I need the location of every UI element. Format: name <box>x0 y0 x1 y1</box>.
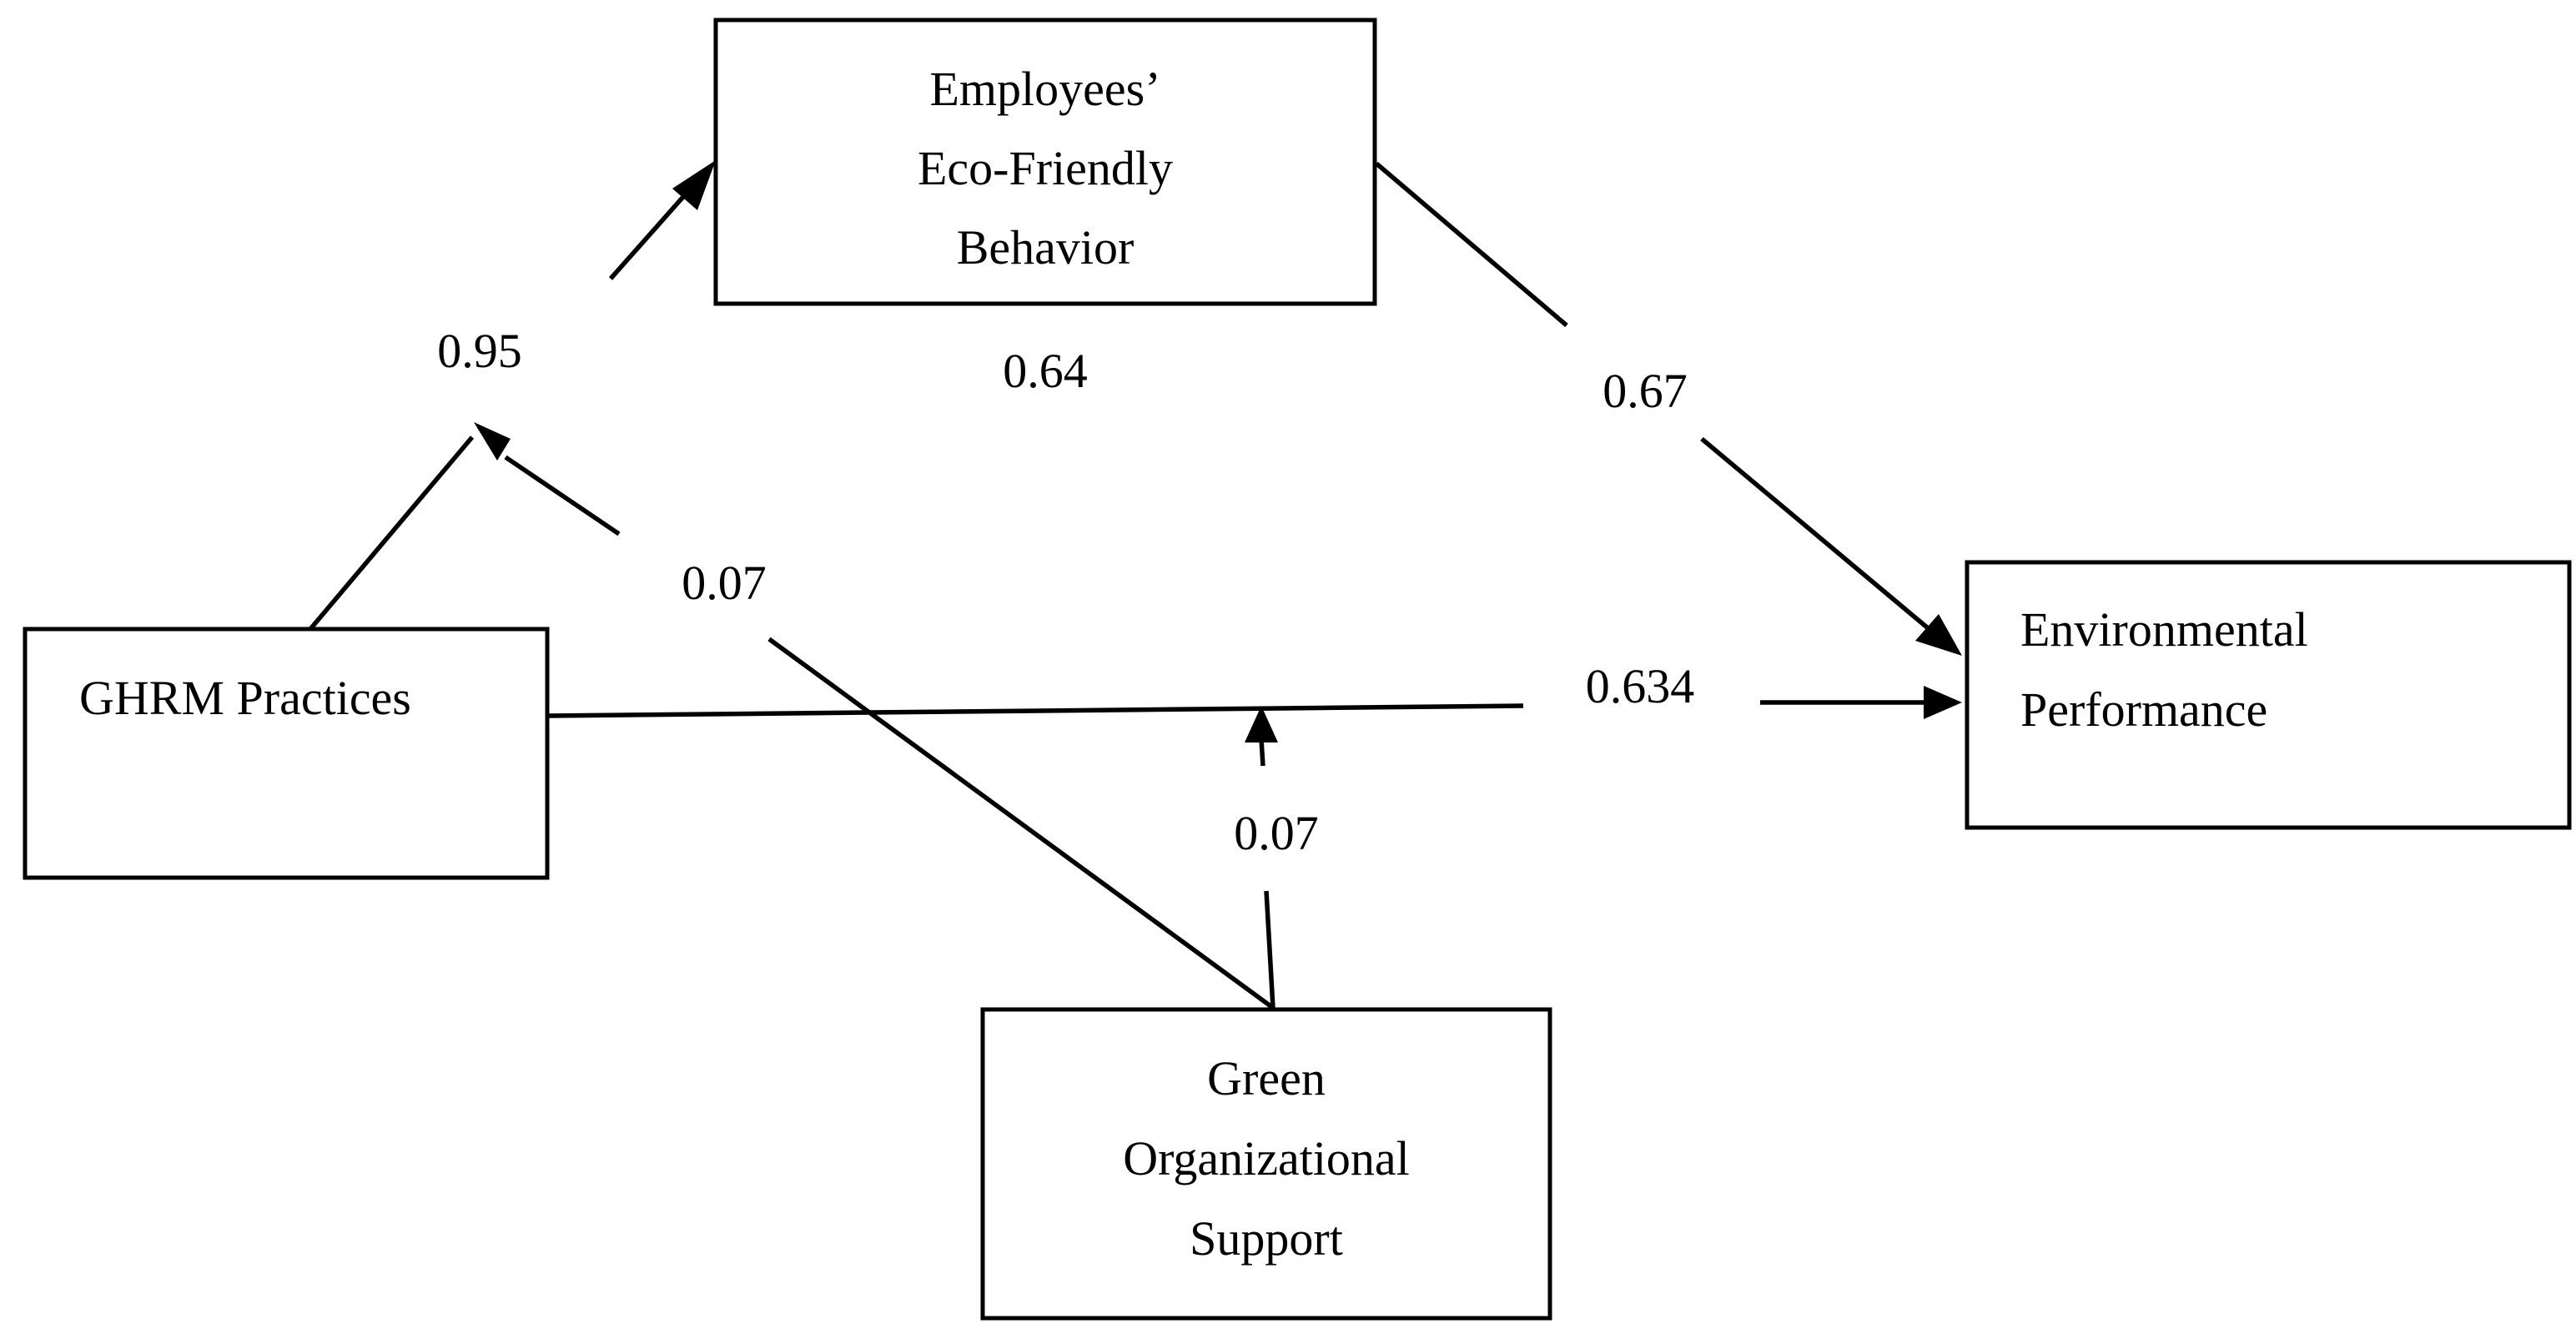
node-env-label-line-2: Performance <box>2020 682 2267 737</box>
paths <box>308 160 1962 1010</box>
node-gos-box <box>980 1007 1552 1321</box>
coef-gos-to-ghrm-eco: 0.07 <box>682 556 767 610</box>
node-env-box <box>1965 560 2572 830</box>
arrowhead-into-env-diagonal <box>1915 614 1962 656</box>
path-eco-to-env-upper <box>1375 161 1568 328</box>
path-gos-to-ghrm-eco-upper <box>504 455 621 536</box>
coef-eco-label: 0.64 <box>1003 344 1088 398</box>
path-gos-to-ghrm-eco-lower <box>767 637 1275 1010</box>
coefficients: 0.95 0.64 0.67 0.07 0.634 0.07 <box>437 324 1694 860</box>
node-ghrm-practices: GHRM Practices <box>23 627 550 880</box>
node-gos-label-line-2: Organizational <box>1123 1131 1410 1186</box>
coef-ghrm-to-eco: 0.95 <box>437 324 522 378</box>
path-ghrm-to-eco-upper <box>608 189 692 280</box>
node-green-organizational-support: Green Organizational Support <box>980 1007 1552 1321</box>
path-ghrm-to-env-left <box>546 703 1524 718</box>
arrowhead-into-env-horizontal <box>1924 686 1962 719</box>
coef-eco-to-env: 0.67 <box>1602 364 1688 418</box>
node-gos-label-line-3: Support <box>1190 1211 1343 1266</box>
node-env-label-line-1: Environmental <box>2020 602 2308 657</box>
arrowhead-into-eco <box>672 160 716 210</box>
node-eco-friendly-behavior: Employees’ Eco-Friendly Behavior <box>713 18 1377 306</box>
node-eco-box <box>713 18 1377 306</box>
node-eco-label-line-2: Eco-Friendly <box>918 141 1173 195</box>
path-gos-to-ghrm-env-lower <box>1264 890 1275 1009</box>
node-eco-label-line-3: Behavior <box>957 220 1135 274</box>
coef-gos-to-ghrm-env: 0.07 <box>1234 806 1319 860</box>
path-ghrm-to-eco-lower <box>308 435 475 631</box>
arrowhead-into-ghrm-eco-path <box>474 422 511 461</box>
node-environmental-performance: Environmental Performance <box>1965 560 2572 830</box>
node-ghrm-label: GHRM Practices <box>79 671 411 725</box>
coef-ghrm-to-env: 0.634 <box>1586 659 1695 713</box>
node-eco-label-line-1: Employees’ <box>929 62 1160 116</box>
path-gos-to-ghrm-env-upper <box>1259 738 1265 767</box>
arrowhead-into-ghrm-env-path <box>1245 706 1278 743</box>
node-gos-label-line-1: Green <box>1207 1051 1326 1105</box>
path-eco-to-env-lower <box>1700 436 1929 630</box>
node-ghrm-box <box>23 627 550 880</box>
